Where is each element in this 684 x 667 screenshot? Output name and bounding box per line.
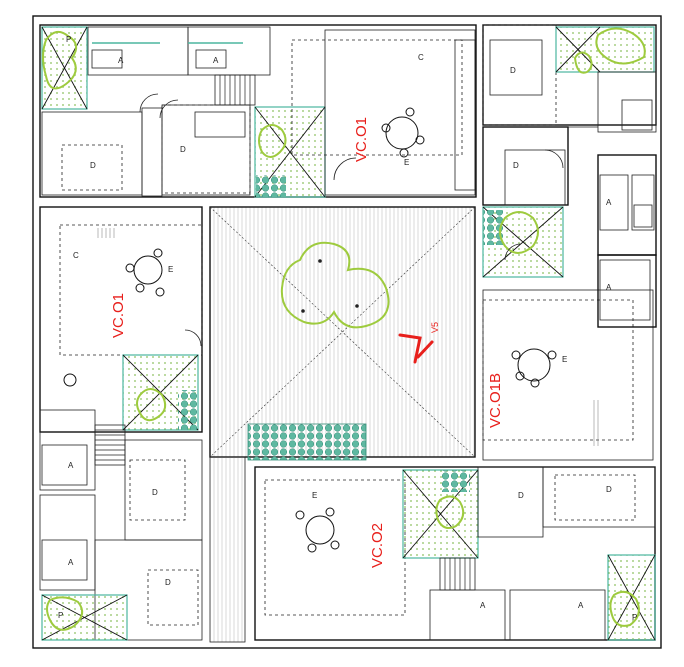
svg-text:E: E xyxy=(404,158,409,167)
svg-text:E: E xyxy=(168,265,173,274)
unit-label-vc01-left: VC.O1 xyxy=(110,293,127,338)
block-top-left xyxy=(39,24,477,198)
block-bottom xyxy=(254,466,656,641)
block-left xyxy=(39,206,203,641)
svg-text:D: D xyxy=(165,578,171,587)
svg-text:D: D xyxy=(90,161,96,170)
svg-text:E: E xyxy=(562,355,567,364)
dining-table-left xyxy=(125,248,165,297)
svg-text:E: E xyxy=(312,491,317,500)
svg-text:D: D xyxy=(152,488,158,497)
unit-label-vc01-top: VC.O1 xyxy=(353,117,370,162)
block-top-right xyxy=(482,24,657,256)
dining-table-top xyxy=(381,107,425,158)
unit-label-vc01b: VC.O1B xyxy=(487,373,504,428)
dining-table-bottom xyxy=(295,507,340,553)
viewpoint-marker: V5 xyxy=(398,322,440,364)
central-courtyard xyxy=(209,206,476,643)
room-codes: A A D D C E D D A A C E A A D D E D D E … xyxy=(58,35,637,622)
svg-text:A: A xyxy=(578,601,584,610)
stairs-bottom xyxy=(439,557,476,591)
svg-text:A: A xyxy=(213,56,219,65)
svg-text:C: C xyxy=(73,251,79,260)
svg-text:D: D xyxy=(510,66,516,75)
svg-text:A: A xyxy=(68,558,74,567)
svg-text:A: A xyxy=(68,461,74,470)
stairs-top xyxy=(214,74,256,106)
svg-text:D: D xyxy=(518,491,524,500)
svg-text:P: P xyxy=(58,611,63,620)
svg-text:D: D xyxy=(180,145,186,154)
svg-text:C: C xyxy=(418,53,424,62)
courtyard-tree xyxy=(280,241,390,329)
block-right-middle xyxy=(482,206,657,461)
svg-text:P: P xyxy=(66,35,71,44)
svg-text:P: P xyxy=(632,613,637,622)
svg-text:A: A xyxy=(606,198,612,207)
stairs-left xyxy=(94,424,126,466)
svg-text:V5: V5 xyxy=(430,322,440,333)
svg-text:A: A xyxy=(118,56,124,65)
unit-label-vc02: VC.O2 xyxy=(369,523,386,568)
svg-text:D: D xyxy=(606,485,612,494)
site-boundary xyxy=(32,15,662,649)
svg-text:A: A xyxy=(606,283,612,292)
svg-text:D: D xyxy=(513,161,519,170)
dining-table-right xyxy=(511,348,557,388)
svg-text:A: A xyxy=(480,601,486,610)
